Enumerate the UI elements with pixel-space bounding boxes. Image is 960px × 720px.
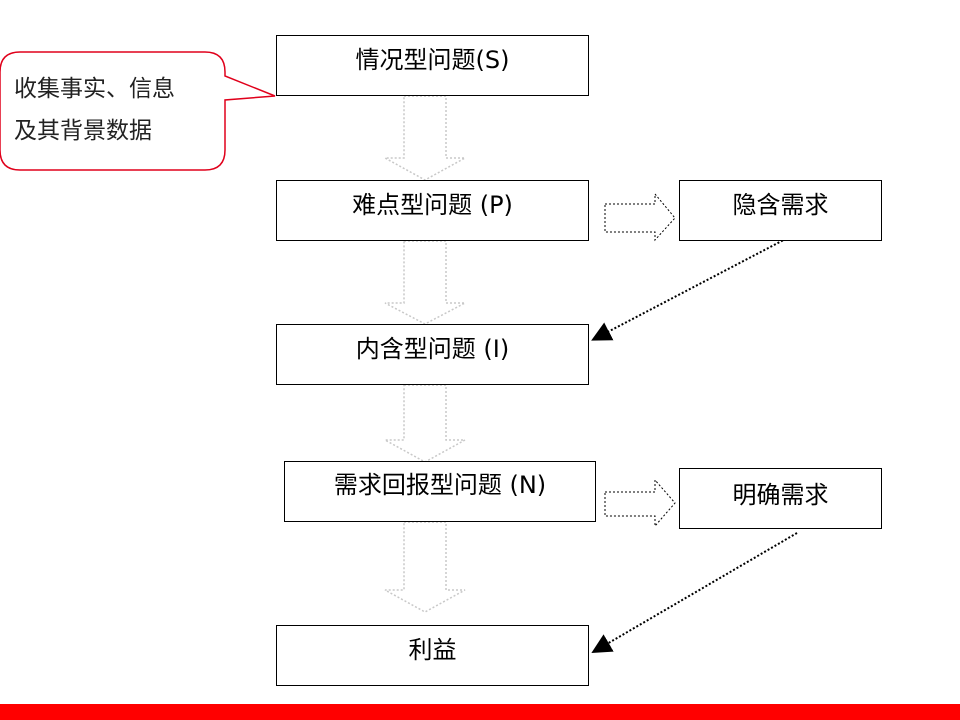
side-box-implied-need: 隐含需求 [679,180,882,241]
step-label-benefit: 利益 [408,636,457,664]
right-arrow-2 [604,478,676,528]
side-label-explicit-need: 明确需求 [732,481,829,509]
side-box-explicit-need: 明确需求 [679,468,882,529]
down-arrow-3 [384,384,466,463]
step-box-benefit: 利益 [276,625,589,686]
bottom-accent-bar [0,704,960,720]
step-label-need-payoff: 需求回报型问题 (N) [333,471,547,499]
step-box-implication: 内含型问题 (I) [276,324,589,385]
side-label-implied-need: 隐含需求 [732,191,829,219]
feedback-arrow-2 [591,532,798,654]
right-arrow-1 [604,192,676,242]
step-label-implication: 内含型问题 (I) [355,335,510,363]
step-box-situation: 情况型问题(S) [276,35,589,96]
down-arrow-1 [384,95,466,181]
callout-line-1: 收集事实、信息 [14,76,175,102]
step-label-problem: 难点型问题 (P) [352,191,513,219]
callout-text: 收集事实、信息 及其背景数据 [14,68,224,152]
down-arrow-4 [384,521,466,613]
feedback-arrow-1 [591,232,798,341]
down-arrow-2 [384,240,466,325]
step-label-situation: 情况型问题(S) [355,46,510,74]
callout-bubble [0,51,276,171]
step-box-problem: 难点型问题 (P) [276,180,589,241]
callout-line-2: 及其背景数据 [14,118,152,144]
step-box-need-payoff: 需求回报型问题 (N) [284,461,596,522]
